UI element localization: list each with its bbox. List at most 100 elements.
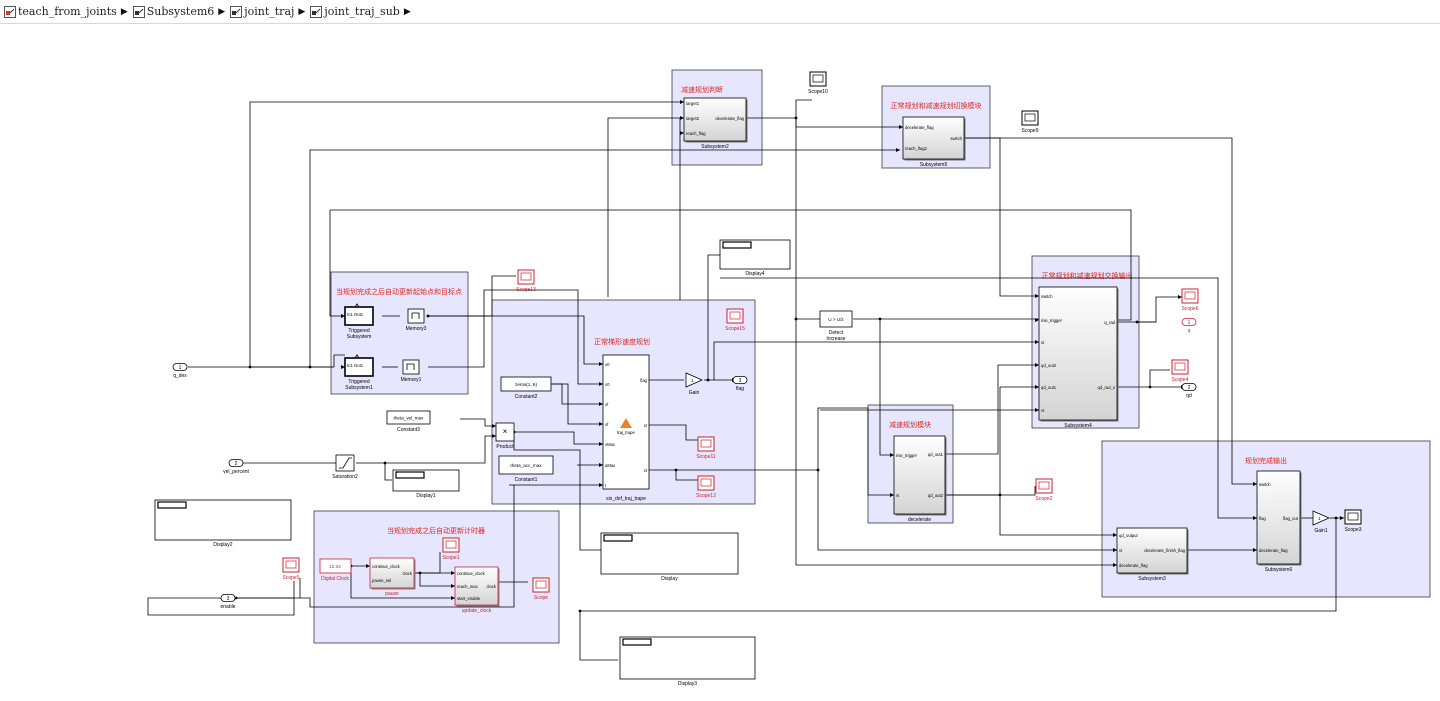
arrowhead-icon bbox=[896, 148, 900, 152]
block-body[interactable] bbox=[500, 376, 552, 392]
arrowhead-icon bbox=[680, 131, 684, 135]
display-display3[interactable]: Display3 bbox=[619, 636, 756, 687]
scope-scope5[interactable]: Scope5 bbox=[282, 557, 300, 581]
port-label-out: clock bbox=[402, 571, 412, 576]
block-product[interactable]: ×Product bbox=[495, 422, 515, 450]
block-subsystem2[interactable]: target1target2reach_flagdecelerate_flagS… bbox=[683, 97, 748, 150]
gain-triangle[interactable] bbox=[685, 372, 703, 388]
port-label-out: clock bbox=[486, 584, 496, 589]
outport-q[interactable]: 1q bbox=[1181, 318, 1197, 335]
block-subsystem6[interactable]: switchflagdecelerate_flagflag_outSubsyst… bbox=[1256, 470, 1302, 573]
branch-point bbox=[674, 468, 678, 472]
block-subsystem4[interactable]: switchrise_triggerxtqd_out2qd_out1vtq_ra… bbox=[1038, 286, 1119, 429]
signal-line bbox=[817, 407, 894, 496]
block-body[interactable] bbox=[319, 558, 352, 574]
block-body[interactable] bbox=[498, 455, 554, 475]
scope-scope12[interactable]: Scope12 bbox=[696, 475, 716, 499]
area-timer[interactable]: 当规划完成之后自动更新计时器 bbox=[313, 510, 560, 644]
block-body[interactable] bbox=[902, 116, 965, 160]
signal-line bbox=[607, 117, 684, 297]
breadcrumb-item-teach-from-joints[interactable]: teach_from_joints bbox=[4, 5, 117, 18]
scope-scope4[interactable]: Scope4 bbox=[1171, 359, 1189, 383]
display-display1[interactable]: Display1 bbox=[392, 469, 460, 499]
scope-scope11[interactable]: Scope11 bbox=[696, 436, 716, 460]
block-memory1[interactable]: Memory1 bbox=[401, 359, 422, 383]
scope-scope15[interactable]: Scope15 bbox=[725, 308, 745, 332]
block-body[interactable] bbox=[1038, 286, 1118, 421]
signal-line bbox=[964, 137, 1257, 485]
inport-q_des[interactable]: 1q_des bbox=[172, 363, 188, 380]
scope-scope10[interactable]: Scope10 bbox=[808, 71, 828, 95]
block-saturation2[interactable]: Saturation2 bbox=[332, 454, 358, 480]
scope-scope3[interactable]: Scope3 bbox=[1344, 509, 1362, 533]
block-body[interactable] bbox=[386, 410, 431, 425]
block-update_clock[interactable]: continue_clockreach_maxstart_enableclock… bbox=[454, 566, 500, 614]
arrowhead-icon bbox=[451, 596, 455, 600]
port-shape[interactable] bbox=[228, 459, 244, 467]
block-traj[interactable]: x0v0xfvfvMaxaMaxtflagxtvttraj_trapesix_d… bbox=[602, 354, 650, 502]
scope-scope13[interactable]: Scope13 bbox=[516, 269, 536, 293]
block-constant2[interactable]: zeros(1, 6)Constant2 bbox=[500, 376, 552, 400]
block-body[interactable] bbox=[407, 308, 425, 324]
port-shape[interactable] bbox=[220, 594, 236, 602]
block-body[interactable] bbox=[335, 454, 355, 472]
block-subsystem5[interactable]: decelerate_flagreach_flag2switchSubsyste… bbox=[902, 116, 966, 168]
display-name: Display1 bbox=[416, 493, 435, 499]
port-label-in: vt bbox=[1041, 408, 1045, 413]
block-body[interactable] bbox=[893, 435, 946, 515]
block-body[interactable] bbox=[495, 422, 515, 442]
breadcrumb-item-joint-traj[interactable]: joint_traj bbox=[230, 5, 294, 18]
scope-scope9[interactable]: Scope9 bbox=[1021, 110, 1039, 134]
block-body[interactable] bbox=[369, 557, 415, 589]
area-title: 正常规划和减速规划交换输出 bbox=[1042, 271, 1133, 280]
scope-scope[interactable]: Scope bbox=[532, 577, 550, 601]
breadcrumb-item-subsystem6[interactable]: Subsystem6 bbox=[132, 5, 214, 18]
block-body[interactable] bbox=[1116, 527, 1188, 574]
port-shape[interactable] bbox=[1181, 383, 1197, 391]
port-shape[interactable] bbox=[1181, 318, 1197, 326]
scope-scope1[interactable]: Scope1 bbox=[442, 537, 460, 561]
display-display4[interactable]: Display4 bbox=[719, 239, 791, 277]
scope-scope2[interactable]: Scope2 bbox=[1035, 478, 1053, 502]
scope-scope6[interactable]: Scope6 bbox=[1181, 288, 1199, 312]
port-shape[interactable] bbox=[172, 363, 188, 371]
outport-qd[interactable]: 2qd bbox=[1181, 383, 1197, 400]
block-body[interactable] bbox=[819, 310, 853, 328]
area-background[interactable] bbox=[313, 510, 560, 644]
block-body[interactable] bbox=[683, 97, 747, 142]
block-body[interactable] bbox=[454, 566, 499, 606]
display-name: Display bbox=[661, 576, 678, 582]
model-canvas[interactable]: 减速规划判断正常规划和减速规划切换模块当规划完成之后自动更新起始点和目标点正常梯… bbox=[0, 24, 1440, 701]
port-labels: In1 Out1 bbox=[347, 312, 364, 317]
block-memory3[interactable]: Memory3 bbox=[406, 308, 427, 332]
port-name: q bbox=[1188, 328, 1191, 334]
port-name: vel_percent bbox=[223, 469, 249, 475]
chevron-right-icon: ▶ bbox=[403, 6, 411, 17]
display-display[interactable]: Display bbox=[600, 532, 739, 582]
port-name: qd bbox=[1186, 393, 1192, 399]
breadcrumb-item-joint-traj-sub[interactable]: joint_traj_sub bbox=[310, 5, 400, 18]
block-value: theta_vel_max bbox=[394, 416, 425, 421]
port-name: flag bbox=[736, 386, 744, 392]
port-shape[interactable] bbox=[732, 376, 748, 384]
branch-point bbox=[248, 365, 252, 369]
gain-triangle[interactable] bbox=[1312, 510, 1330, 526]
display-display2[interactable]: Display2 bbox=[154, 499, 292, 548]
block-body[interactable] bbox=[402, 359, 420, 375]
port-number: 1 bbox=[179, 365, 182, 371]
block-body[interactable] bbox=[1256, 470, 1301, 565]
block-subsystem3[interactable]: qd_outputvtdecelerate_flagdecelerate_fin… bbox=[1116, 527, 1189, 582]
